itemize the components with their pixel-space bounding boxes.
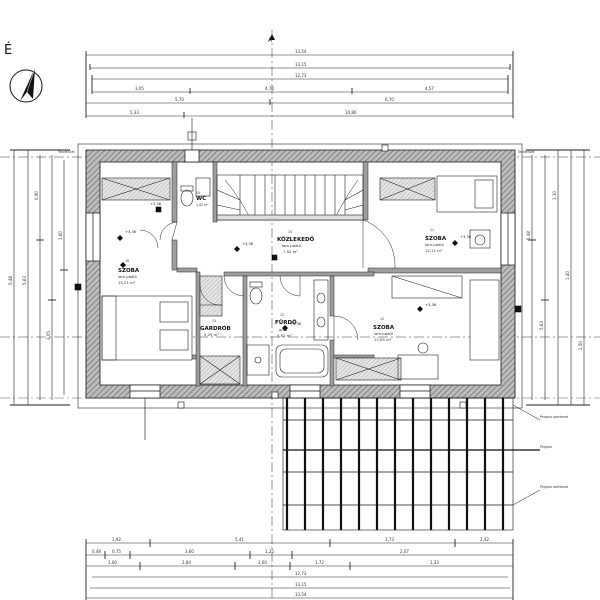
dims-top-labels: 13,54 13,15 12,73 3,05 4,70 4,57 5,70 6,… — [130, 49, 434, 115]
dim-bot-2d: 1,25 — [265, 549, 274, 554]
elev-2: +3,36 — [242, 242, 254, 246]
room-szoba-right-num: 11 — [430, 228, 434, 232]
room-szoba-right-area: 12,11 m² — [425, 248, 443, 253]
room-furdo-area: 5,62 m² — [277, 333, 292, 338]
room-szoba-center-sub: lam.padló — [374, 331, 393, 336]
dim-right-3: 1,10 — [552, 191, 557, 200]
room-szoba-left-name: SZOBA — [118, 268, 140, 274]
pergola-notes: Pergola szerkezet Pergola Pergola szerke… — [540, 415, 569, 489]
dim-bot-1b: 5,41 — [235, 537, 244, 542]
dim-bot-1c: 3,73 — [385, 537, 394, 542]
room-szoba-right-name: SZOBA — [425, 236, 447, 242]
dim-top-2: 13,15 — [295, 62, 307, 67]
dim-top-3: 12,73 — [295, 73, 307, 78]
dim-bot-1a: 1,92 — [112, 537, 121, 542]
dim-top-4c: 4,57 — [425, 86, 434, 91]
room-wc-num: 14 — [196, 191, 200, 195]
dim-right-2: 5,63 — [539, 321, 544, 330]
elevation-markers — [117, 235, 458, 331]
room-gardrob-area: 5,25 m² — [204, 332, 219, 337]
room-furdo-num: 12 — [280, 313, 284, 317]
dim-top-5b: 6,70 — [385, 97, 394, 102]
dim-right-4: 1,40 — [565, 271, 570, 280]
room-szoba-left-num: 16 — [125, 259, 129, 263]
building-outline — [77, 143, 523, 409]
doors — [139, 219, 396, 341]
room-szoba-center-area: 12,85 m² — [374, 337, 392, 342]
vents — [74, 118, 522, 440]
room-gardrob-num: 13 — [212, 319, 216, 323]
room-szoba-left-sub: lam.padló — [118, 274, 137, 279]
dim-bot-2a: 0,48 — [92, 549, 101, 554]
dim-bot-3e: 1,33 — [430, 560, 439, 565]
dim-bot-5: 13,15 — [295, 582, 307, 587]
dims-top — [85, 51, 514, 118]
room-kozlekedo-num: 15 — [288, 230, 292, 234]
dim-left-1: 5,48 — [8, 276, 13, 285]
dim-bot-2e: 2,07 — [400, 549, 409, 554]
elev-6: +3,36 — [290, 322, 302, 326]
pergola-note-2: Pergola — [540, 445, 552, 449]
dim-bot-2b: 0,75 — [112, 549, 121, 554]
room-szoba-center-num: 12 — [380, 317, 384, 321]
pergola-note-3: Pergola szerkezet — [540, 485, 569, 489]
dim-bot-3b: 2,84 — [182, 560, 191, 565]
dims-left — [10, 149, 70, 406]
pergola-note-1: Pergola szerkezet — [540, 415, 569, 419]
elev-3: +3,36 — [460, 235, 472, 239]
dims-bottom — [85, 539, 514, 600]
dim-top-1: 13,54 — [295, 49, 307, 54]
dim-top-4b: 4,70 — [265, 86, 274, 91]
room-kozlekedo-name: KÖZLEKEDŐ — [277, 236, 315, 243]
dim-left-4: 3,05 — [46, 331, 51, 340]
interior-walls — [171, 161, 502, 387]
room-szoba-left-area: 15,21 m² — [118, 280, 136, 285]
staircase — [216, 174, 364, 221]
dim-left-2: 5,63 — [22, 276, 27, 285]
room-szoba-right-sub: lam.padló — [425, 242, 444, 247]
dim-top-4a: 3,05 — [135, 86, 144, 91]
dims-right-labels: 5,48 5,63 1,10 1,40 1,50 — [526, 191, 583, 350]
room-kozlekedo-sub: lam.padló — [282, 243, 301, 248]
windows — [85, 149, 516, 399]
room-wc-area: 1,42 m² — [196, 203, 209, 207]
dims-right — [526, 149, 590, 406]
note-right-top: Tetőfelület — [517, 150, 535, 154]
room-labels: 14 WC 1,42 m² 15 KÖZLEKEDŐ lam.padló 7,6… — [118, 191, 447, 342]
dim-right-5: 1,50 — [578, 341, 583, 350]
room-kozlekedo-area: 7,62 m² — [283, 249, 298, 254]
elev-4: +3,36 — [425, 303, 437, 307]
dim-top-5a: 5,70 — [175, 97, 184, 102]
dims-left-labels: 5,48 5,63 0,90 3,05 1,60 — [8, 191, 63, 340]
north-arrow: É — [4, 42, 43, 103]
pergola — [282, 397, 541, 531]
dim-bot-2c: 3,60 — [185, 549, 194, 554]
room-furdo-name: FÜRDŐ — [275, 319, 297, 326]
dim-top-6a: 5,33 — [130, 110, 139, 115]
room-furdo-sub: gres — [279, 327, 287, 332]
furniture — [101, 175, 500, 385]
elevation-labels: +3,36 +3,36 +3,36 +3,36 +3,36 +3,36 — [125, 202, 472, 326]
elev-1: +3,36 — [125, 230, 137, 234]
section-marker: A — [268, 37, 273, 44]
dim-bot-3c: 1,60 — [258, 560, 267, 565]
room-wc-name: WC — [196, 196, 206, 202]
dims-bottom-labels: 1,92 5,41 3,73 2,42 0,48 0,75 3,60 1,25 … — [92, 537, 489, 597]
room-szoba-center-name: SZOBA — [373, 325, 395, 331]
room-gardrob-name: GARDRÓB — [200, 325, 231, 332]
dim-left-3: 0,90 — [34, 191, 39, 200]
dim-bot-1d: 2,42 — [480, 537, 489, 542]
note-left-top: Tetőfelület — [57, 150, 75, 154]
dim-bot-4: 12,73 — [295, 571, 307, 576]
dim-bot-3a: 1,60 — [108, 560, 117, 565]
dim-top-6b: 10,80 — [345, 110, 357, 115]
dim-bot-3d: 1,72 — [315, 560, 324, 565]
dim-bot-6: 13,54 — [295, 592, 307, 597]
dim-right-1: 5,48 — [526, 231, 531, 240]
north-label: É — [4, 42, 12, 58]
elev-5: +3,36 — [150, 202, 162, 206]
dim-left-5: 1,60 — [58, 231, 63, 240]
